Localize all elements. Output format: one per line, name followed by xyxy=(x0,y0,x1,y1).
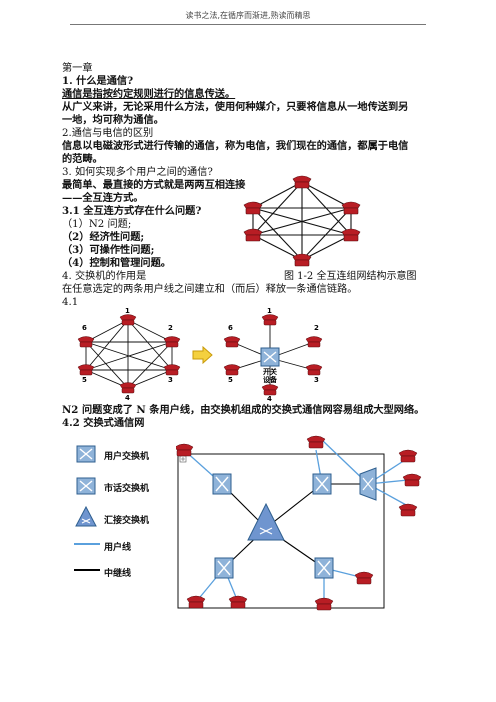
full-mesh-diagram xyxy=(243,175,361,267)
phone-icon xyxy=(398,503,418,517)
q2-heading: 2.通信与电信的区别 xyxy=(62,128,154,139)
local-switch-icon xyxy=(312,473,332,495)
figure-caption: 图 1-2 全互连组网结构示意图 xyxy=(284,271,417,282)
node-label: 4 xyxy=(267,395,272,402)
q2-body-1: 信息以电磁波形式进行传输的通信，称为电信，我们现在的通信，都属于电信 xyxy=(62,140,409,152)
phone-icon xyxy=(354,571,374,585)
phone-icon xyxy=(261,314,279,326)
q3-body-2: ——全互连方式。 xyxy=(62,192,144,204)
node-label: 5 xyxy=(82,376,87,384)
node-label: 1 xyxy=(267,307,272,315)
network-boundary xyxy=(177,453,385,609)
q4-heading: 4. 交换机的作用是 xyxy=(62,271,147,282)
phone-icon xyxy=(163,336,181,348)
q3-body-1: 最简单、最直接的方式就是两两互相连接 xyxy=(62,179,246,191)
phone-icon xyxy=(305,336,323,348)
node-label: 6 xyxy=(228,324,233,332)
section-41: 4.1 xyxy=(62,297,79,308)
q1-broad-1: 从广义来讲，无论采用什么方法，使用何种媒介，只要将信息从一地传送到另 xyxy=(62,101,409,113)
phone-icon xyxy=(163,364,181,376)
phone-icon xyxy=(77,364,95,376)
phone-icon xyxy=(176,443,194,457)
phone-icon xyxy=(292,253,312,267)
pbx-switch-icon xyxy=(359,467,377,501)
phone-icon xyxy=(306,435,326,449)
phone-icon xyxy=(341,228,361,242)
q1-heading: 1. 什么是通信? xyxy=(62,75,134,87)
chapter-title: 第一章 xyxy=(62,63,93,74)
phone-icon xyxy=(228,595,248,609)
problem-3: （3）可操作性问题; xyxy=(62,244,155,256)
phone-icon xyxy=(292,175,312,189)
switch-icon xyxy=(260,347,280,367)
q1-broad-2: 一地，均可称为通信。 xyxy=(62,114,164,126)
problem-1: （1）N2 问题; xyxy=(62,219,132,230)
node-label: 2 xyxy=(168,324,173,332)
phone-icon xyxy=(223,364,241,376)
local-switch-icon xyxy=(214,557,234,579)
phone-icon xyxy=(398,449,418,463)
star-switch-diagram: 开关 设备 1 2 3 4 5 6 xyxy=(223,307,323,402)
switch-label-1: 开关 xyxy=(263,367,277,376)
phone-icon xyxy=(223,336,241,348)
node-label: 2 xyxy=(314,324,319,332)
node-label: 4 xyxy=(125,394,130,402)
local-switch-icon xyxy=(76,477,96,495)
problem-2: （2）经济性问题; xyxy=(62,231,145,243)
header-rule xyxy=(70,24,426,25)
phone-icon xyxy=(77,336,95,348)
node-label: 5 xyxy=(228,376,233,384)
node-label: 3 xyxy=(314,376,319,384)
problem-4: （4）控制和管理问题。 xyxy=(62,257,171,269)
switch-label-2: 设备 xyxy=(263,375,278,384)
phone-icon xyxy=(186,595,206,609)
legend-trunk: 中继线 xyxy=(104,569,132,579)
legend-pbx: 用户交换机 xyxy=(104,452,150,462)
phone-icon xyxy=(243,201,263,215)
local-switch-icon xyxy=(314,557,334,579)
phone-icon xyxy=(314,597,334,611)
arrow-right-icon xyxy=(192,346,213,364)
n2-summary: N2 问题变成了 N 条用户线，由交换机组成的交换式通信网容易组成大型网络。 xyxy=(62,404,425,416)
local-switch-icon xyxy=(212,473,232,495)
phone-icon xyxy=(119,382,137,394)
mesh-numbered-diagram: 1 2 3 4 5 6 xyxy=(77,307,181,402)
phone-icon xyxy=(261,384,279,396)
node-label: 6 xyxy=(82,324,87,332)
legend-user-line: 用户线 xyxy=(104,543,132,553)
tandem-switch-icon xyxy=(75,505,97,527)
switched-network-diagram xyxy=(176,435,422,611)
legend-local: 市话交换机 xyxy=(104,484,150,494)
q2-body-2: 的范畴。 xyxy=(62,153,103,165)
legend-tandem: 汇接交换机 xyxy=(104,516,150,526)
page-header: 读书之法,在循序而渐进,熟读而精思 xyxy=(185,11,311,20)
q1-definition: 通信是指按约定规则进行的信息传送。 xyxy=(62,88,236,100)
phone-icon xyxy=(341,201,361,215)
q4-body: 在任意选定的两条用户线之间建立和（而后）释放一条通信链路。 xyxy=(62,284,358,295)
phone-icon xyxy=(119,314,137,326)
tandem-switch-icon xyxy=(247,502,285,541)
node-label: 3 xyxy=(168,376,173,384)
node-label: 1 xyxy=(125,307,130,315)
phone-icon xyxy=(402,473,422,487)
pbx-switch-icon xyxy=(76,445,96,463)
section-42: 4.2 交换式通信网 xyxy=(62,417,145,429)
phone-icon xyxy=(243,228,263,242)
legend-icons xyxy=(74,445,100,571)
q31-heading: 3.1 全互连方式存在什么问题? xyxy=(62,205,202,217)
phone-icon xyxy=(305,364,323,376)
q3-heading: 3. 如何实现多个用户之间的通信? xyxy=(62,167,213,178)
